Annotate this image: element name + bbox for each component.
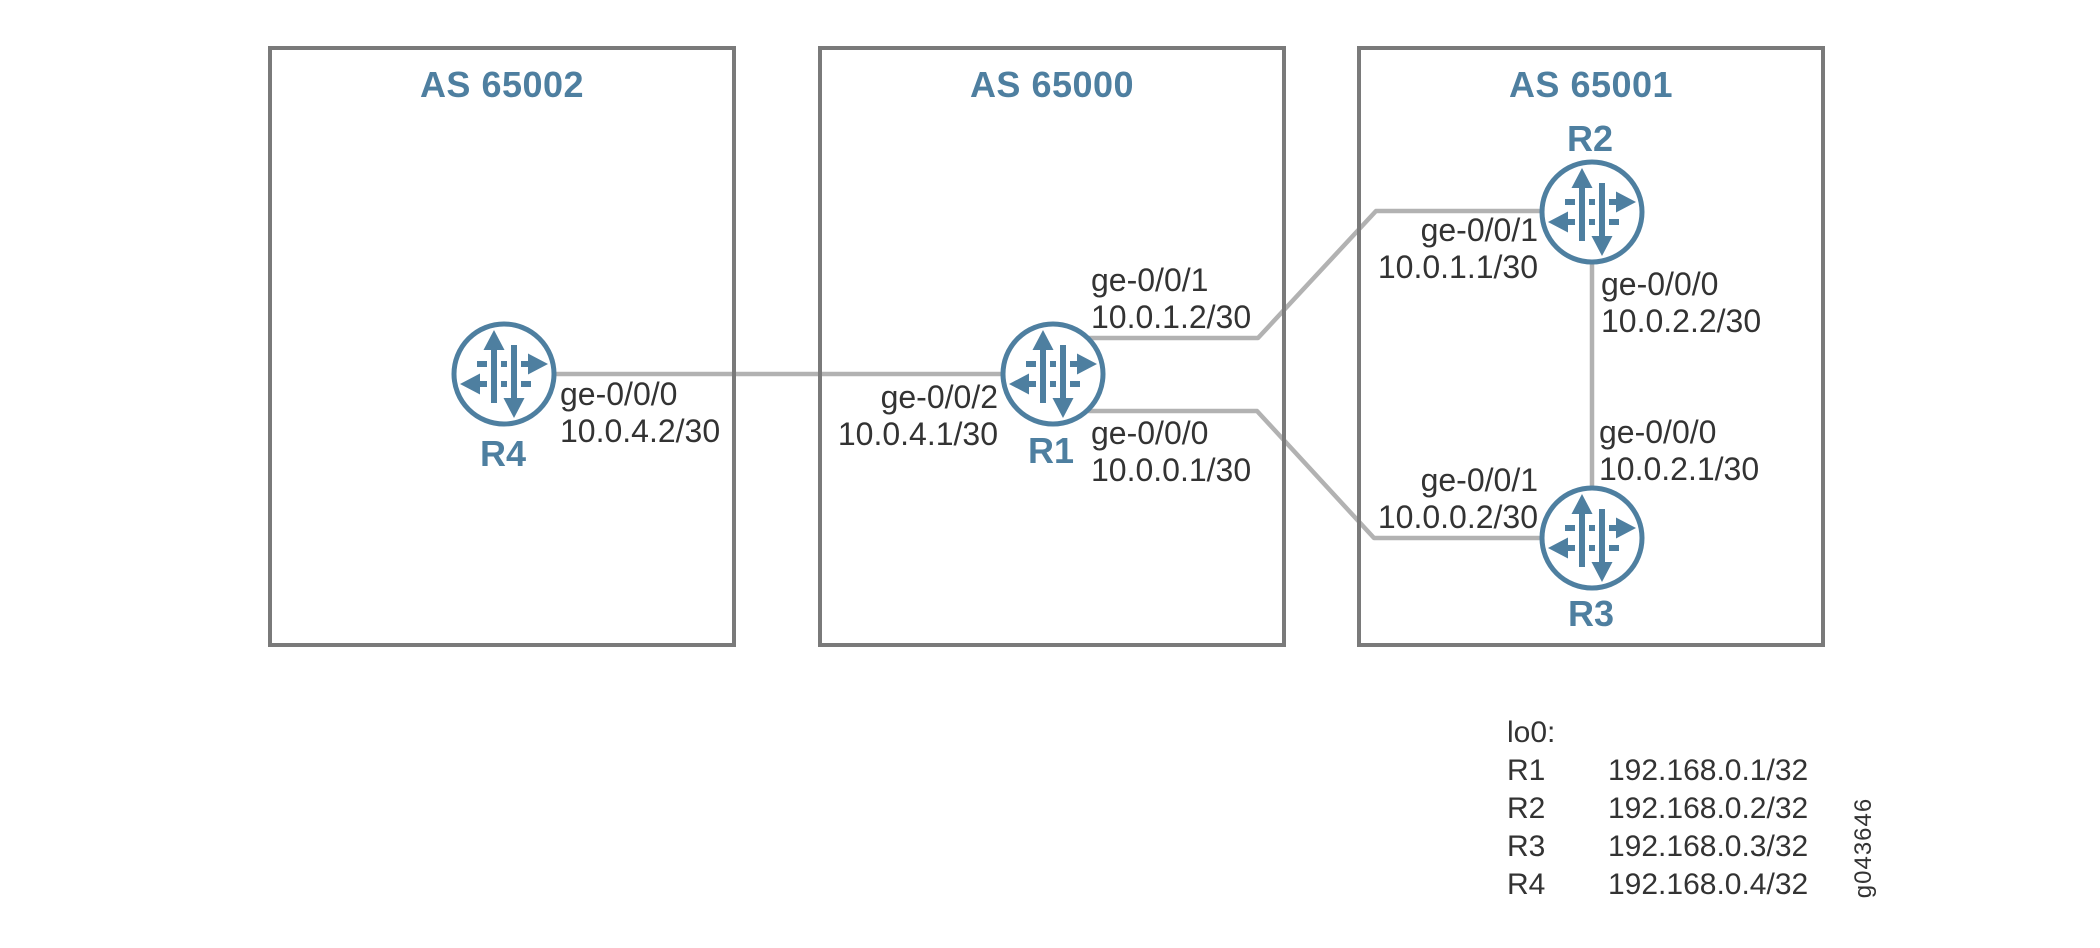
iflabel-r3-ge000: ge-0/0/0 10.0.2.1/30 <box>1599 414 1759 488</box>
loopback-row-r3: R3 192.168.0.3/32 <box>1507 828 1808 866</box>
as-title-65001: AS 65001 <box>1508 64 1674 105</box>
loopback-router: R2 <box>1507 792 1546 825</box>
iflabel-ip: 10.0.2.2/30 <box>1601 303 1762 339</box>
as-title-65000: AS 65000 <box>969 64 1135 105</box>
router-icon-r1 <box>1003 324 1103 424</box>
router-label-r1: R1 <box>1027 430 1075 471</box>
loopback-table: lo0: R1 192.168.0.1/32 R2 192.168.0.2/32… <box>1507 714 1808 904</box>
iflabel-r1-ge000: ge-0/0/0 10.0.0.1/30 <box>1091 415 1251 489</box>
iflabel-interface: ge-0/0/0 <box>1599 414 1717 450</box>
iflabel-r2-ge001: ge-0/0/1 10.0.1.1/30 <box>1378 212 1538 286</box>
figure-id: g043646 <box>1850 797 1877 899</box>
loopback-address: 192.168.0.2/32 <box>1608 792 1809 825</box>
iflabel-ip: 10.0.1.2/30 <box>1091 299 1252 335</box>
loopback-row-r1: R1 192.168.0.1/32 <box>1507 752 1808 790</box>
loopback-address: 192.168.0.3/32 <box>1608 830 1809 863</box>
router-label-r3: R3 <box>1567 593 1615 634</box>
router-label-r2: R2 <box>1566 118 1614 159</box>
iflabel-r4-ge000: ge-0/0/0 10.0.4.2/30 <box>560 376 720 450</box>
iflabel-interface: ge-0/0/1 <box>1420 462 1538 498</box>
as-box-65002 <box>268 46 736 647</box>
loopback-router: R1 <box>1507 754 1546 787</box>
as-box-65000 <box>818 46 1286 647</box>
iflabel-interface: ge-0/0/2 <box>880 379 998 415</box>
iflabel-interface: ge-0/0/1 <box>1091 262 1209 298</box>
loopback-address: 192.168.0.1/32 <box>1608 754 1809 787</box>
iflabel-ip: 10.0.1.1/30 <box>1377 249 1538 285</box>
loopback-router: R3 <box>1507 830 1546 863</box>
as-box-65001 <box>1357 46 1825 647</box>
router-label-r4: R4 <box>479 433 527 474</box>
as-title-65002: AS 65002 <box>419 64 585 105</box>
loopback-row-r4: R4 192.168.0.4/32 <box>1507 866 1808 904</box>
router-icon-r4 <box>454 324 554 424</box>
iflabel-ip: 10.0.2.1/30 <box>1599 451 1760 487</box>
iflabel-ip: 10.0.0.2/30 <box>1377 499 1538 535</box>
iflabel-r2-ge000: ge-0/0/0 10.0.2.2/30 <box>1601 266 1761 340</box>
iflabel-interface: ge-0/0/1 <box>1420 212 1538 248</box>
loopback-table-title: lo0: <box>1507 716 1556 749</box>
iflabel-ip: 10.0.4.1/30 <box>837 416 998 452</box>
iflabel-interface: ge-0/0/0 <box>560 376 678 412</box>
iflabel-r3-ge001: ge-0/0/1 10.0.0.2/30 <box>1378 462 1538 536</box>
iflabel-ip: 10.0.0.1/30 <box>1091 452 1252 488</box>
link-r1-r3 <box>1053 408 1592 541</box>
iflabel-r1-ge001: ge-0/0/1 10.0.1.2/30 <box>1091 262 1251 336</box>
loopback-router: R4 <box>1507 868 1546 901</box>
link-r1-r2 <box>1053 208 1592 341</box>
router-icon-r3 <box>1542 488 1642 588</box>
iflabel-interface: ge-0/0/0 <box>1091 415 1209 451</box>
loopback-address: 192.168.0.4/32 <box>1608 868 1809 901</box>
loopback-row-r2: R2 192.168.0.2/32 <box>1507 790 1808 828</box>
iflabel-ip: 10.0.4.2/30 <box>560 413 721 449</box>
router-icon-r2 <box>1542 162 1642 262</box>
iflabel-r1-ge002: ge-0/0/2 10.0.4.1/30 <box>838 379 998 453</box>
iflabel-interface: ge-0/0/0 <box>1601 266 1719 302</box>
